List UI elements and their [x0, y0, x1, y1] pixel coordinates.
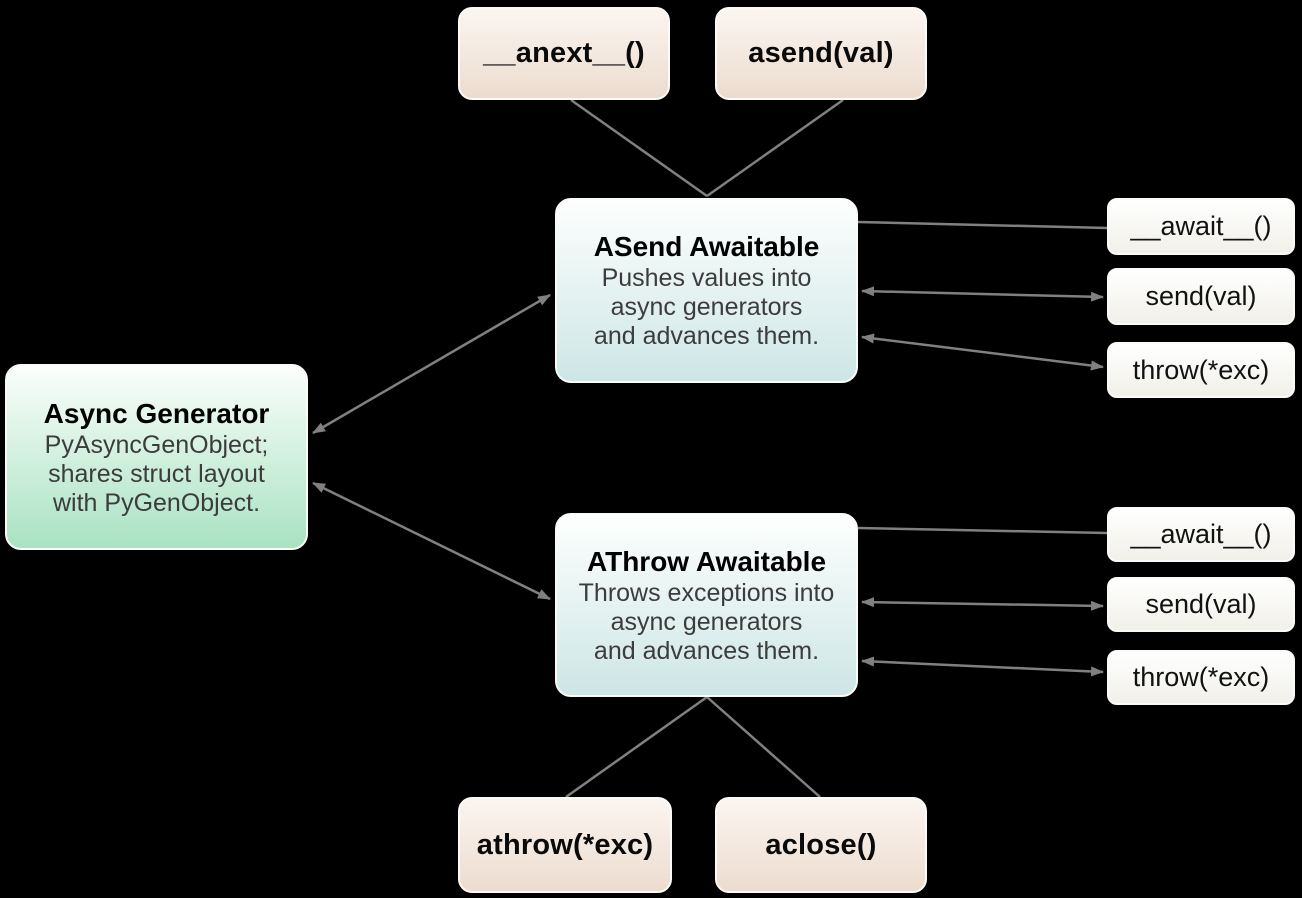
- asend-awaitable-description: Pushes values into async generators and …: [593, 264, 820, 350]
- chip-athrow-send-method: send(val): [1107, 577, 1295, 632]
- edge-async-generator-athrow-awaitable: [312, 481, 551, 601]
- anext-method-label: __anext__(): [483, 37, 645, 69]
- chip-asend-send-method: send(val): [1107, 268, 1295, 325]
- edge-asend-awaitable-throw: [861, 333, 1104, 371]
- asend-await-label: __await__(): [1130, 211, 1272, 241]
- edge-athrow-awaitable-throw: [861, 656, 1104, 677]
- athrow-send-label: send(val): [1145, 589, 1257, 619]
- asend-throw-label: throw(*exc): [1132, 354, 1270, 385]
- node-anext-method: __anext__(): [458, 7, 670, 100]
- async-generator-title: Async Generator: [43, 397, 270, 429]
- edge-asend-awaitable-send: [861, 286, 1104, 302]
- athrow-throw-label: throw(*exc): [1132, 662, 1270, 692]
- chip-asend-await-method: __await__(): [1107, 198, 1295, 255]
- edge-athrow-awaitable-to-aclose: [706, 696, 821, 798]
- node-aclose-method: aclose(): [715, 797, 927, 893]
- athrow-method-label: athrow(*exc): [476, 828, 654, 861]
- edge-asend-to-asend-awaitable: [706, 98, 844, 198]
- edge-async-generator-asend-awaitable: [312, 293, 551, 435]
- edge-asend-awaitable-await: [857, 220, 1108, 230]
- chip-athrow-throw-method: throw(*exc): [1107, 650, 1295, 705]
- chip-asend-throw-method: throw(*exc): [1107, 342, 1295, 398]
- edge-athrow-awaitable-await: [857, 526, 1108, 535]
- aclose-method-label: aclose(): [765, 828, 877, 861]
- node-async-generator: Async Generator PyAsyncGenObject; shares…: [5, 364, 308, 550]
- edge-athrow-awaitable-send: [861, 597, 1104, 611]
- chip-athrow-await-method: __await__(): [1107, 507, 1295, 562]
- node-asend-method: asend(val): [715, 7, 927, 100]
- athrow-await-label: __await__(): [1130, 519, 1272, 549]
- athrow-awaitable-title: AThrow Awaitable: [586, 545, 827, 577]
- node-asend-awaitable: ASend Awaitable Pushes values into async…: [555, 198, 858, 383]
- node-athrow-method: athrow(*exc): [458, 797, 672, 893]
- edge-anext-to-asend-awaitable: [570, 98, 708, 198]
- edge-athrow-awaitable-to-athrow-call: [565, 695, 708, 799]
- asend-awaitable-title: ASend Awaitable: [593, 231, 820, 262]
- asend-method-label: asend(val): [748, 37, 894, 69]
- athrow-awaitable-description: Throws exceptions into async generators …: [578, 578, 835, 665]
- node-athrow-awaitable: AThrow Awaitable Throws exceptions into …: [555, 513, 858, 697]
- async-generator-description: PyAsyncGenObject; shares struct layout w…: [44, 430, 269, 517]
- asend-send-label: send(val): [1145, 281, 1257, 311]
